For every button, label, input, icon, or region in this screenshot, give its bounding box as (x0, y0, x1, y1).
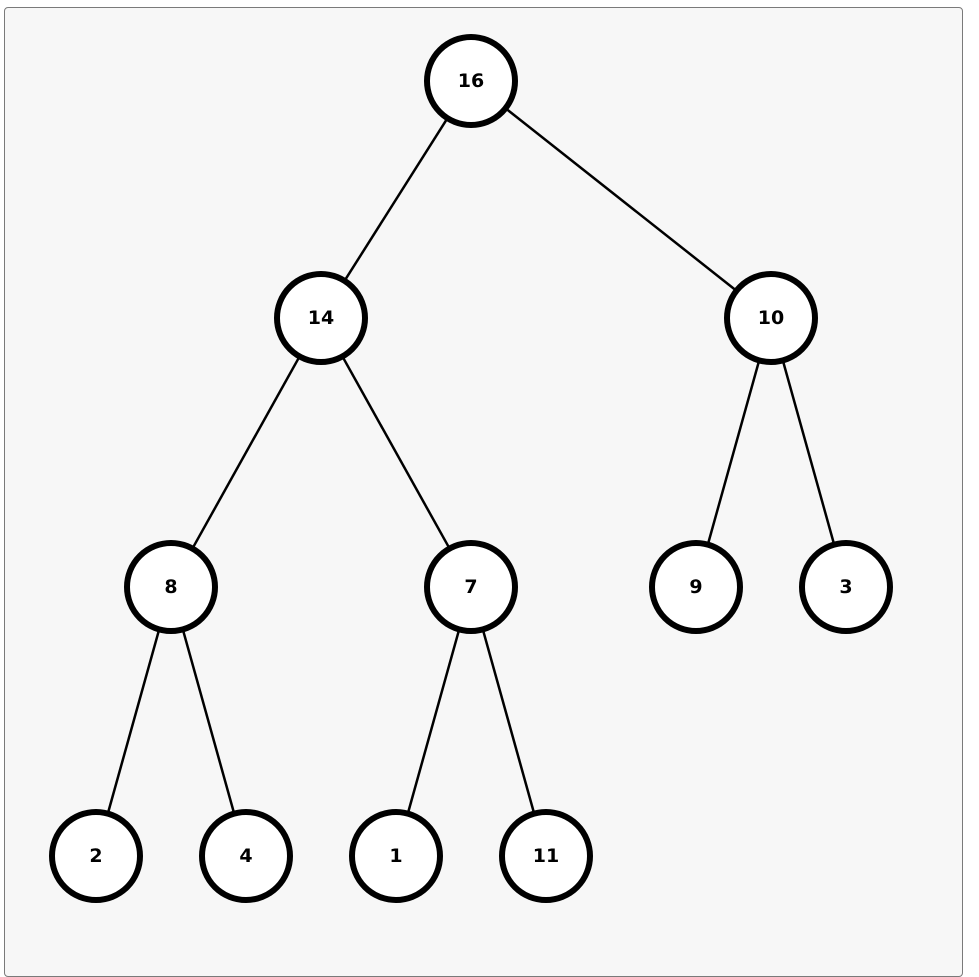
tree-node: 7 (424, 540, 518, 634)
node-label: 8 (164, 576, 177, 598)
tree-edge (481, 629, 536, 814)
tree-edge (181, 629, 236, 814)
diagram-frame (4, 7, 963, 977)
tree-node: 10 (724, 271, 818, 365)
node-circle (349, 809, 443, 903)
tree-edge (781, 360, 836, 545)
node-label: 10 (758, 307, 784, 329)
tree-edge (106, 629, 161, 814)
node-circle (499, 809, 593, 903)
tree-node: 11 (499, 809, 593, 903)
tree-node: 3 (799, 540, 893, 634)
node-circle (124, 540, 218, 634)
tree-node: 4 (199, 809, 293, 903)
node-label: 1 (389, 845, 402, 867)
node-circle (199, 809, 293, 903)
tree-node: 16 (424, 34, 518, 128)
tree-node: 8 (124, 540, 218, 634)
tree-edge (706, 360, 761, 545)
node-label: 11 (533, 845, 559, 867)
node-circle (49, 809, 143, 903)
node-circle (724, 271, 818, 365)
node-label: 3 (839, 576, 852, 598)
tree-edge (341, 355, 451, 550)
tree-edge (406, 629, 461, 814)
tree-node: 1 (349, 809, 443, 903)
node-label: 16 (458, 70, 484, 92)
node-label: 7 (464, 576, 477, 598)
tree-node: 14 (274, 271, 368, 365)
node-label: 2 (89, 845, 102, 867)
node-label: 9 (689, 576, 702, 598)
tree-node: 2 (49, 809, 143, 903)
node-circle (274, 271, 368, 365)
tree-edges (106, 107, 836, 814)
tree-edge (191, 355, 301, 550)
tree-edge (343, 117, 449, 282)
node-circle (424, 34, 518, 128)
tree-edge (504, 107, 738, 292)
tree-node: 9 (649, 540, 743, 634)
node-circle (424, 540, 518, 634)
node-label: 4 (239, 845, 252, 867)
node-circle (649, 540, 743, 634)
node-label: 14 (308, 307, 334, 329)
node-circle (799, 540, 893, 634)
